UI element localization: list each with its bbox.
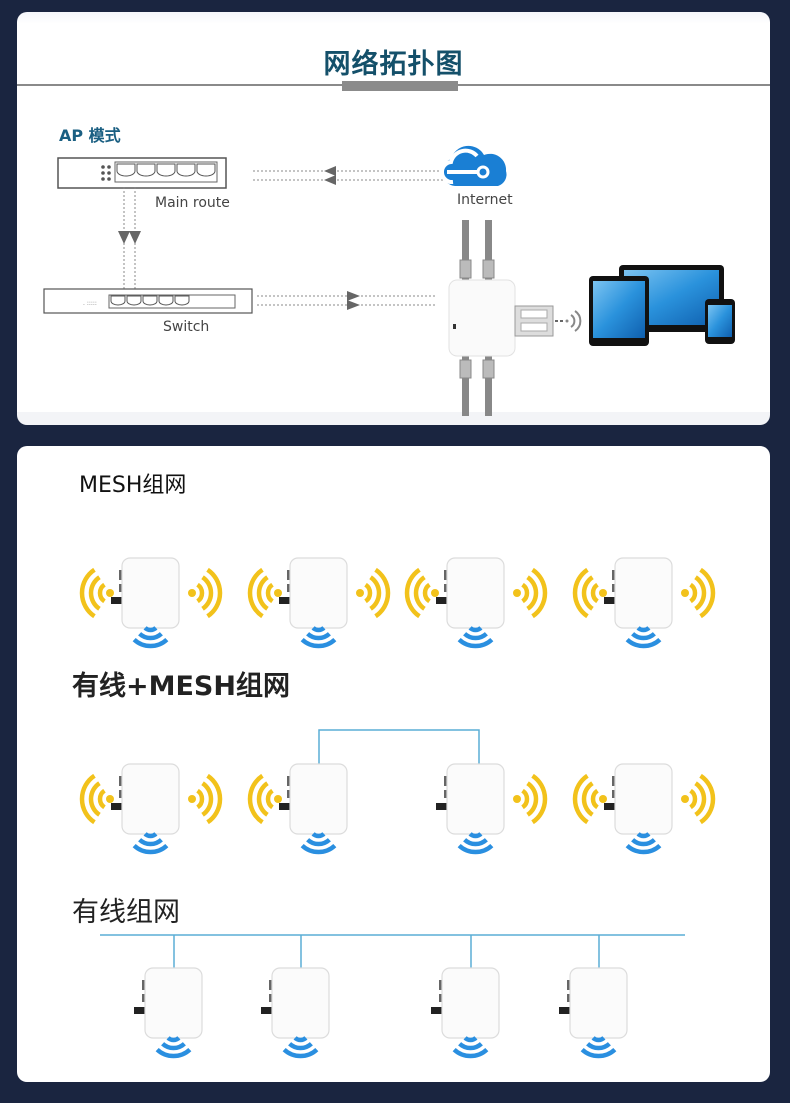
ap-device-icon [289,763,348,835]
internet-label: Internet [457,192,513,208]
mesh-ap-node [436,763,548,855]
wifi-client-icon [580,1036,617,1059]
section-title-mesh: MESH组网 [79,473,187,498]
power-plug-icon [436,803,447,810]
ap-device-icon [614,557,673,629]
mesh-ap-node [559,967,628,1059]
wifi-client-icon [625,626,662,649]
mesh-ap-node [572,557,716,649]
ap-device-icon [271,967,330,1039]
wifi-mesh-left-icon [79,567,114,619]
outdoor-ap-icon [448,220,582,416]
ap-device-icon [614,763,673,835]
power-plug-icon [436,597,447,604]
page-title: 网络拓扑图 [323,49,464,80]
ap-device-icon [144,967,203,1039]
ap-device-icon [446,557,505,629]
power-plug-icon [261,1007,272,1014]
client-devices-icon [589,265,735,346]
wifi-client-icon [132,626,169,649]
power-plug-icon [279,597,290,604]
power-plug-icon [431,1007,442,1014]
mesh-ap-node [247,557,391,649]
section-title-wired: 有线组网 [72,897,180,928]
svg-text:. :::::: . ::::: [83,300,97,307]
cloud-icon [440,145,507,186]
ap-device-icon [569,967,628,1039]
power-plug-icon [111,803,122,810]
wifi-mesh-left-icon [247,567,282,619]
switch-ap-link [257,291,437,310]
wifi-mesh-right-icon [681,773,716,825]
main-route-label: Main route [155,195,230,211]
ap-device-icon [441,967,500,1039]
ap-mode-label: AP 模式 [59,126,121,145]
mesh-ap-node [261,967,330,1059]
mesh-ap-node [431,967,500,1059]
wifi-mesh-left-icon [404,567,439,619]
wifi-client-icon [132,832,169,855]
networking-diagram [79,557,716,1059]
wifi-mesh-right-icon [188,567,223,619]
main-router-icon [57,157,227,189]
ap-device-icon [121,763,180,835]
wifi-mesh-right-icon [681,567,716,619]
wired-link-line [318,729,480,764]
power-plug-icon [279,803,290,810]
mesh-ap-node [79,557,223,649]
switch-label: Switch [163,319,210,335]
ap-device-icon [446,763,505,835]
wifi-client-icon [282,1036,319,1059]
ap-device-icon [121,557,180,629]
title-divider-accent [342,81,458,91]
topology-card: 网络拓扑图 AP 模式 Main route . ::::: Switch [17,12,770,425]
wifi-mesh-right-icon [513,773,548,825]
switch-icon: . ::::: [43,288,253,314]
wifi-client-icon [457,832,494,855]
mesh-ap-node [404,557,548,649]
internet-router-link [253,166,443,185]
wifi-client-icon [155,1036,192,1059]
wifi-client-icon [300,626,337,649]
ap-device-icon [289,557,348,629]
power-plug-icon [604,803,615,810]
networking-card: MESH组网 有线+MESH组网 有线组网 [17,446,770,1082]
wifi-mesh-right-icon [513,567,548,619]
wifi-mesh-right-icon [356,567,391,619]
mesh-ap-node [134,967,203,1059]
mesh-ap-node [247,763,348,855]
wifi-mesh-left-icon [572,567,607,619]
wifi-client-icon [300,832,337,855]
router-switch-link [118,187,141,297]
wifi-mesh-left-icon [247,773,282,825]
wifi-client-icon [452,1036,489,1059]
mesh-ap-node [79,763,223,855]
section-title-wired-mesh: 有线+MESH组网 [72,671,290,702]
power-plug-icon [559,1007,570,1014]
power-plug-icon [604,597,615,604]
wifi-mesh-left-icon [79,773,114,825]
wifi-mesh-right-icon [188,773,223,825]
wifi-client-icon [457,626,494,649]
wifi-client-icon [625,832,662,855]
power-plug-icon [111,597,122,604]
power-plug-icon [134,1007,145,1014]
mesh-ap-node [572,763,716,855]
wifi-mesh-left-icon [572,773,607,825]
